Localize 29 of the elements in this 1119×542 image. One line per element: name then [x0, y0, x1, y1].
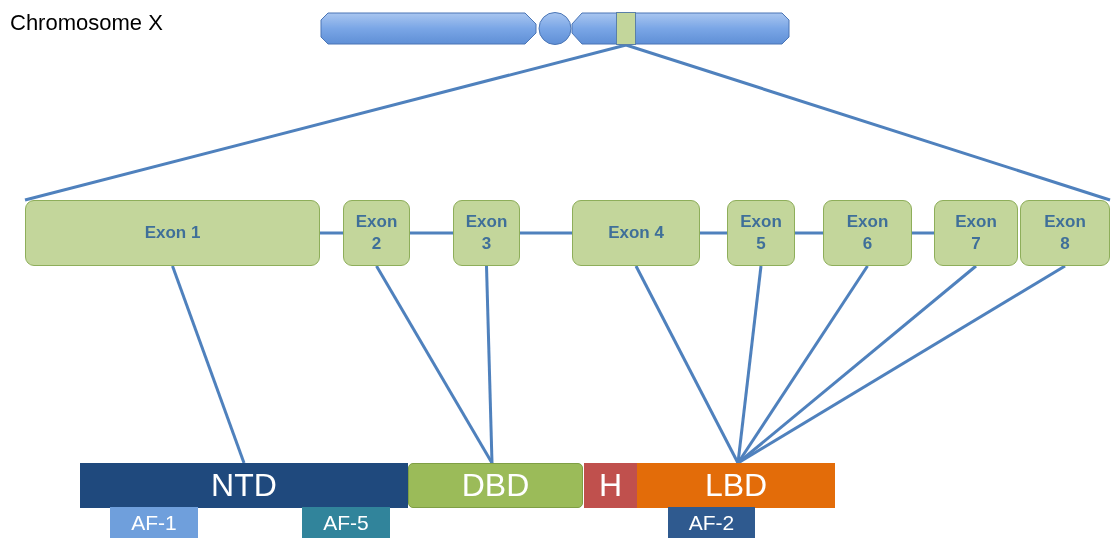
exon-box: Exon 2 — [343, 200, 410, 266]
connector-line — [625, 43, 1111, 202]
exon-box: Exon 7 — [934, 200, 1018, 266]
exon-box: Exon 5 — [727, 200, 795, 266]
connector-line — [912, 231, 934, 235]
domain-segment: AF-1 — [110, 507, 198, 538]
domain-segment: AF-2 — [668, 507, 755, 538]
domain-bar: NTD — [80, 463, 408, 508]
connector-line — [634, 265, 740, 464]
exon-box: Exon 4 — [572, 200, 700, 266]
connector-line — [24, 43, 627, 202]
connector-line — [700, 231, 727, 235]
connector-line — [410, 231, 453, 235]
connector-line — [171, 265, 246, 464]
connector-line — [320, 231, 343, 235]
domain-segment: AF-5 — [302, 507, 390, 538]
connector-line — [520, 231, 572, 235]
domain-bar: H — [584, 463, 637, 508]
exon-box: Exon 1 — [25, 200, 320, 266]
domain-bar: DBD — [408, 463, 583, 508]
chromosome-band — [616, 12, 636, 45]
exon-box: Exon 3 — [453, 200, 520, 266]
connector-line — [795, 231, 823, 235]
chromosome-label: Chromosome X — [10, 10, 163, 36]
exon-box: Exon 6 — [823, 200, 912, 266]
exon-box: Exon 8 — [1020, 200, 1110, 266]
domain-bar: LBD — [637, 463, 835, 508]
connector-line — [485, 265, 494, 464]
connector-line — [737, 264, 1066, 465]
